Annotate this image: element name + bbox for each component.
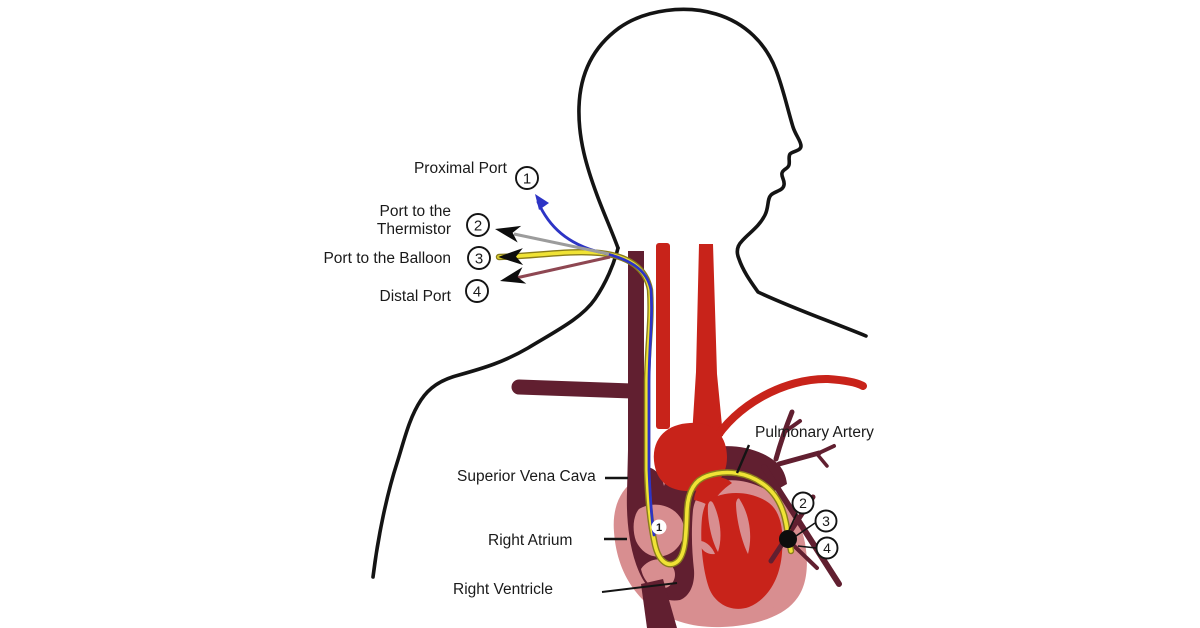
tip-3-leader-line <box>795 522 816 537</box>
catheter <box>495 194 797 568</box>
valve-leaflet-wedge <box>700 541 715 555</box>
tip-4-number: 4 <box>823 540 831 556</box>
port-1-number: 1 <box>523 170 531 187</box>
pulmonary-artery-branch-main <box>761 464 842 587</box>
tip-2-leader-line <box>788 512 798 531</box>
pulmonary-artery-branch-right-twig <box>815 452 829 468</box>
valve-leaflet-right <box>736 498 751 554</box>
right-atrium-label: Right Atrium <box>488 532 572 549</box>
port-2-circle <box>466 213 490 237</box>
pulmonary-artery-branch-upper-fork <box>784 419 802 433</box>
inferior-vena-cava <box>641 579 677 628</box>
pulmonary-artery-branch-right-fork <box>817 444 836 455</box>
tip-4-leader-line <box>797 545 817 549</box>
subclavian-artery <box>709 374 867 447</box>
tip-2-number: 2 <box>799 495 807 511</box>
thermistor-port-label-line1: Port to the <box>379 203 451 220</box>
thermistor-line <box>513 232 610 256</box>
port-1-circle <box>515 166 539 190</box>
aortic-outflow-tract <box>694 477 732 507</box>
balloon-port-label: Port to the Balloon <box>323 250 451 267</box>
diagram-labels: Proximal Port Port to the Thermistor Por… <box>323 160 874 598</box>
balloon-port-arrowhead <box>498 248 524 266</box>
right-carotid-artery <box>656 243 670 429</box>
innominate-vein <box>511 379 640 399</box>
balloon-tip-marker <box>779 530 797 548</box>
port-3-number: 3 <box>475 250 483 267</box>
left-ventricle-cavity <box>701 492 783 609</box>
pulmonary-artery-branch-upper <box>773 409 795 462</box>
left-carotid-artery <box>692 244 723 436</box>
right-ventricle-leader-line <box>601 582 678 593</box>
port-number-markers: 1 2 3 4 <box>465 166 539 303</box>
pulmonary-artery-label: Pulmonary Artery <box>755 424 874 441</box>
port-2-number: 2 <box>474 217 482 234</box>
port-4-circle <box>465 279 489 303</box>
distal-port-arrowhead <box>500 267 527 284</box>
right-atrium-port-1-number: 1 <box>656 522 662 534</box>
valve-leaflet-left <box>707 501 721 552</box>
proximal-lumen-blue-line <box>536 200 656 537</box>
left-shoulder-outline <box>371 246 620 579</box>
pulmonary-artery-branch-right <box>776 450 822 467</box>
blood-vessels <box>511 243 867 477</box>
jugular-svc-vein <box>628 251 644 477</box>
tip-3-circle <box>814 509 838 533</box>
right-atrium-port-1-circle <box>651 519 667 535</box>
right-ventricle-label: Right Ventricle <box>453 581 553 598</box>
superior-vena-cava-label: Superior Vena Cava <box>457 468 596 485</box>
tip-3-number: 3 <box>822 513 830 529</box>
tip-number-markers: 2 3 4 1 <box>651 491 839 560</box>
proximal-port-label: Proximal Port <box>414 160 508 177</box>
thermistor-arrowhead <box>495 225 522 243</box>
body-outline <box>371 7 868 579</box>
thermistor-port-label-line2: Thermistor <box>377 221 451 238</box>
tip-2-circle <box>791 491 815 515</box>
pulmonary-artery-leader-line <box>735 444 751 474</box>
distal-port-label: Distal Port <box>380 288 452 305</box>
port-4-number: 4 <box>473 283 481 300</box>
port-3-circle <box>467 246 491 270</box>
distal-port-line <box>515 255 611 280</box>
tip-4-circle <box>815 536 839 560</box>
head-and-right-shoulder-outline <box>577 7 868 338</box>
proximal-port-arrowhead <box>535 194 549 210</box>
